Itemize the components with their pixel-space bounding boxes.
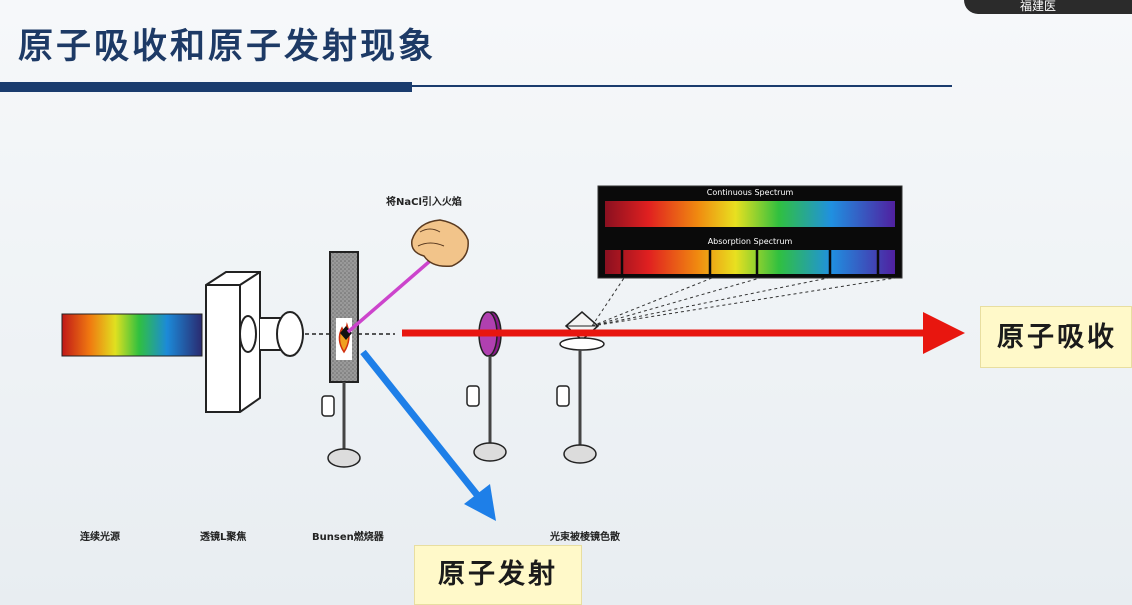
focusing-lens — [205, 271, 304, 413]
atomic-emission-label: 原子发射 — [414, 545, 582, 605]
corner-tab: 福建医 — [964, 0, 1132, 14]
bunsen-burner — [321, 251, 361, 468]
caption-lens: 透镜L聚焦 — [200, 532, 247, 543]
dispersion-rays — [591, 277, 896, 327]
continuous-spectrum-label: Continuous Spectrum — [707, 188, 794, 197]
caption-light-source: 连续光源 — [80, 532, 120, 543]
light-source-spectrum — [61, 313, 203, 357]
absorption-spectrum-label: Absorption Spectrum — [708, 237, 793, 246]
emission-arrow — [360, 349, 496, 521]
nacl-note: 将NaCl引入火焰 — [386, 195, 462, 208]
title-underline-thin — [412, 85, 952, 87]
spectrum-panel: Continuous Spectrum Absorption Spectrum — [597, 185, 903, 279]
atomic-absorption-label: 原子吸收 — [980, 306, 1132, 368]
title-underline-thick — [0, 82, 412, 92]
caption-burner: Bunsen燃烧器 — [312, 532, 384, 543]
caption-prism: 光束被棱镜色散 — [550, 532, 620, 543]
slide-title: 原子吸收和原子发射现象 — [18, 26, 437, 67]
absorption-lines — [620, 250, 880, 274]
hand-icon — [411, 219, 469, 268]
